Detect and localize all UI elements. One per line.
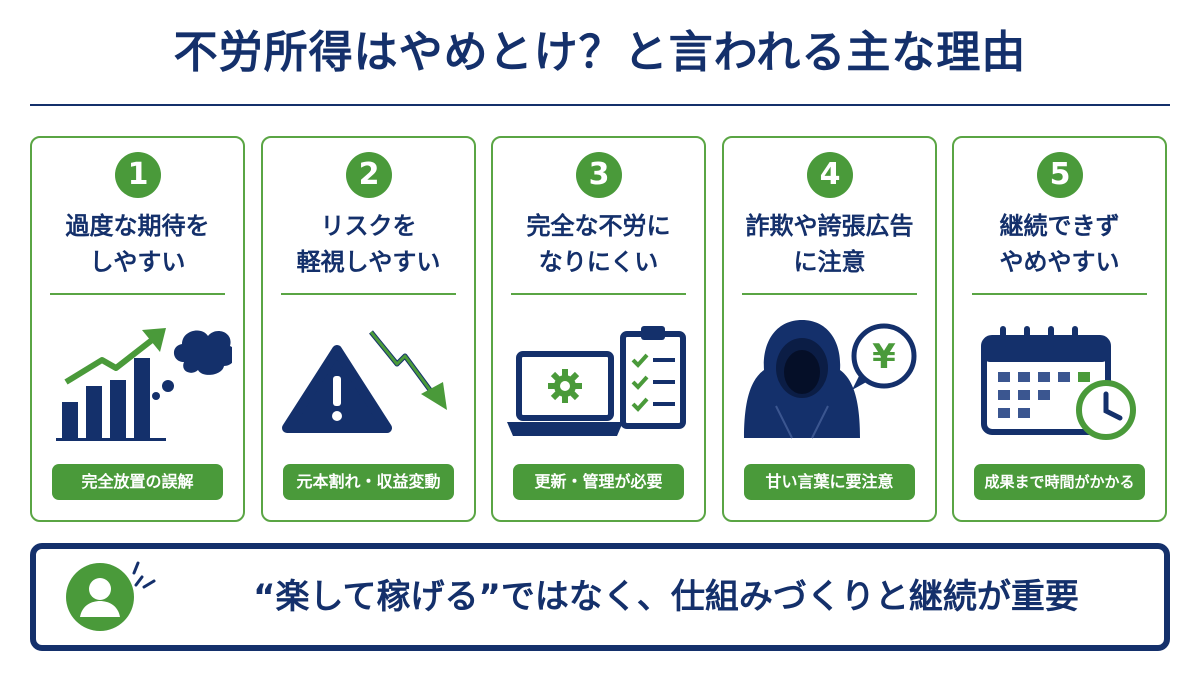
person-icon [66, 563, 134, 631]
card-divider [50, 293, 225, 295]
title-underline [30, 104, 1170, 106]
card-title-line-1: 詐欺や誇張広告 [745, 212, 914, 240]
card-title: リスクを 軽視しやすい [263, 208, 474, 280]
reason-card-5: 5 継続できず やめやすい 成果まで時間がかかる [952, 136, 1167, 522]
page-title: 不労所得はやめとけ？と言われる主な理由 [173, 27, 1027, 78]
card-number-badge: 5 [1037, 152, 1083, 198]
card-title-line-2: やめやすい [999, 248, 1120, 276]
card-tag: 甘い言葉に要注意 [744, 464, 915, 500]
card-title-line-2: に注意 [793, 248, 866, 276]
card-divider [511, 293, 686, 295]
card-title-line-2: なりにくい [538, 248, 659, 276]
card-number-badge: 4 [807, 152, 853, 198]
calendar-and-clock-icon [966, 310, 1154, 442]
warning-and-downtrend-icon [275, 310, 463, 442]
card-tag: 成果まで時間がかかる [974, 464, 1145, 500]
conclusion-text: “楽して稼げる”ではなく、仕組みづくりと継続が重要 [253, 577, 1079, 617]
reason-card-4: 4 詐欺や誇張広告 に注意 ¥ 甘い言葉に要注意 [722, 136, 937, 522]
card-title-line-2: 軽視しやすい [296, 248, 441, 276]
card-tag: 完全放置の誤解 [52, 464, 223, 500]
conclusion-banner: “楽して稼げる”ではなく、仕組みづくりと継続が重要 [30, 543, 1170, 651]
card-title-line-2: しやすい [89, 248, 186, 276]
card-title-line-1: 継続できず [999, 212, 1120, 240]
card-title: 完全な不労に なりにくい [493, 208, 704, 280]
card-title-line-1: リスクを [320, 212, 417, 240]
reason-card-2: 2 リスクを 軽視しやすい 元本割れ・収益変動 [261, 136, 476, 522]
card-number-badge: 2 [346, 152, 392, 198]
yen-symbol: ¥ [872, 337, 896, 377]
card-title-line-1: 完全な不労に [526, 212, 671, 240]
growth-chart-and-thought-bubble-icon [44, 310, 232, 442]
emphasis-lines-icon [132, 559, 162, 589]
card-tag: 更新・管理が必要 [513, 464, 684, 500]
card-divider [742, 293, 917, 295]
card-title-line-1: 過度な期待を [65, 212, 210, 240]
card-title: 継続できず やめやすい [954, 208, 1165, 280]
card-title: 過度な期待を しやすい [32, 208, 243, 280]
hooded-scammer-and-yen-icon: ¥ [736, 310, 924, 442]
reason-card-1: 1 過度な期待を しやすい 完全放置の誤解 [30, 136, 245, 522]
card-divider [972, 293, 1147, 295]
card-number-badge: 1 [115, 152, 161, 198]
laptop-and-checklist-icon [505, 310, 693, 442]
card-divider [281, 293, 456, 295]
reason-card-3: 3 完全な不労に なりにくい 更新・管理が必要 [491, 136, 706, 522]
card-tag: 元本割れ・収益変動 [283, 464, 454, 500]
card-title: 詐欺や誇張広告 に注意 [724, 208, 935, 280]
card-number-badge: 3 [576, 152, 622, 198]
